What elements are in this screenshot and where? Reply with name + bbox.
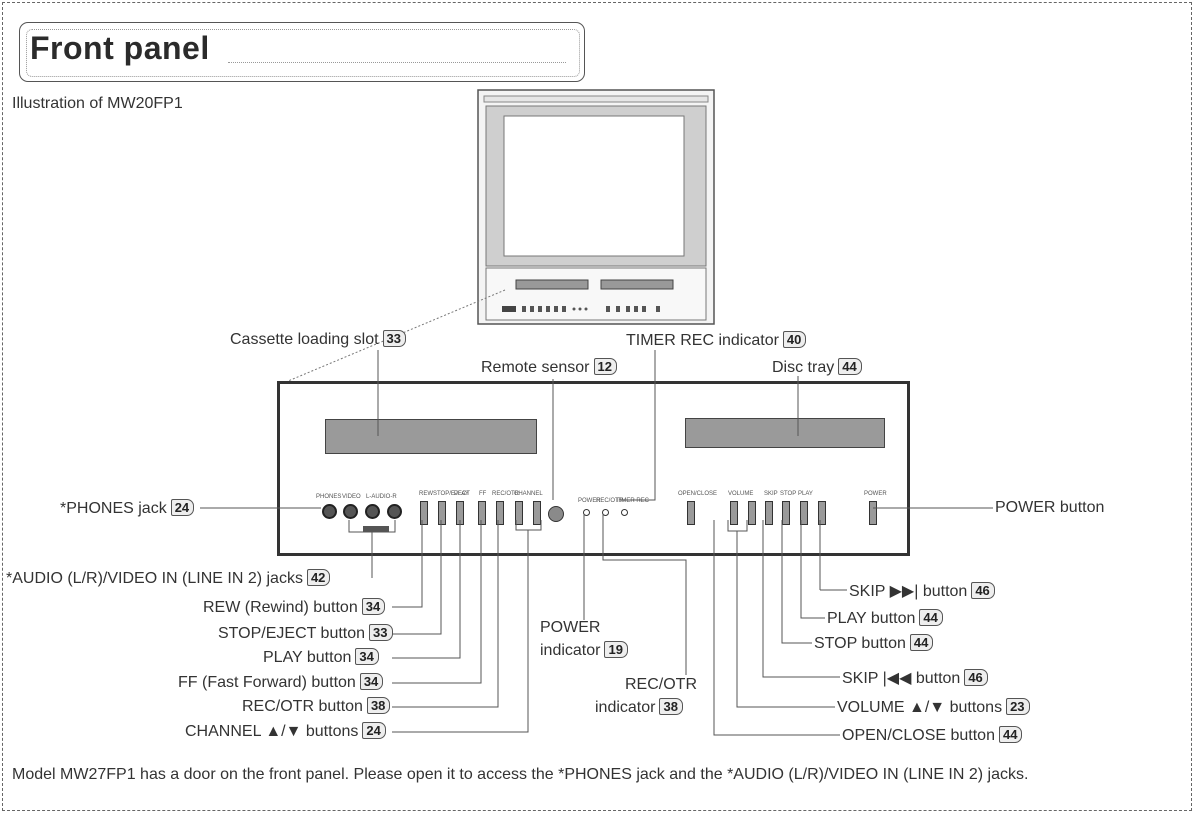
model-note: Model MW27FP1 has a door on the front pa… (12, 766, 1029, 783)
power-button[interactable] (869, 501, 877, 525)
power-marking: POWER (864, 491, 887, 497)
stop-eject-button[interactable] (438, 501, 446, 525)
power-indicator-led (583, 509, 590, 516)
skip-next-button[interactable] (818, 501, 826, 525)
rec-otr-led-marking: REC/OTR (596, 498, 623, 504)
timer-rec-indicator-led (621, 509, 628, 516)
rec-otr-indicator-led (602, 509, 609, 516)
power-button-label: POWER button (995, 499, 1105, 516)
volume-marking: VOLUME (728, 491, 754, 497)
audio-r-jack (387, 504, 402, 519)
rec-otr-button[interactable] (496, 501, 504, 525)
channel-down-button[interactable] (533, 501, 541, 525)
phones-jack (322, 504, 337, 519)
open-close-button[interactable] (687, 501, 695, 525)
rew-button[interactable] (420, 501, 428, 525)
cassette-loading-slot (325, 419, 537, 454)
rec-otr-indicator-label-line1: REC/OTR (625, 676, 697, 693)
audio-l-jack (365, 504, 380, 519)
timer-rec-marking: TIMER REC (616, 498, 649, 504)
dvd-play-marking: PLAY (798, 491, 813, 497)
title-box (19, 22, 585, 82)
title-rule (228, 62, 566, 63)
power-indicator-label-line1: POWER (540, 619, 601, 636)
phones-marking: PHONES (316, 494, 342, 500)
skip-prev-button[interactable] (765, 501, 773, 525)
illustration-caption: Illustration of MW20FP1 (12, 95, 183, 112)
ff-button[interactable] (478, 501, 486, 525)
volume-up-button[interactable] (730, 501, 738, 525)
open-close-marking: OPEN/CLOSE (678, 491, 718, 497)
ff-marking: FF (479, 491, 487, 497)
audio-marking: L-AUDIO-R (366, 494, 397, 500)
video-marking: VIDEO (342, 494, 361, 500)
rec-otr-marking: REC/OTR (492, 491, 519, 497)
line-in-2-marking (363, 526, 389, 532)
tv-illustration (477, 89, 715, 325)
stop-eject-marking: STOP/EJECT (433, 491, 470, 497)
play-marking: PLAY (454, 491, 469, 497)
remote-sensor (548, 506, 564, 522)
power-led-marking: POWER (578, 498, 601, 504)
channel-up-button[interactable] (515, 501, 523, 525)
skip-marking: SKIP (764, 491, 778, 497)
volume-down-button[interactable] (748, 501, 756, 525)
channel-marking: CHANNEL (514, 491, 543, 497)
page-title: Front panel (30, 30, 210, 66)
video-in-jack (343, 504, 358, 519)
dvd-play-button[interactable] (800, 501, 808, 525)
front-panel-closeup: PHONES VIDEO L-AUDIO-R REW STOP/EJECT PL… (277, 381, 910, 556)
dvd-stop-button[interactable] (782, 501, 790, 525)
rew-marking: REW (419, 491, 433, 497)
disc-tray (685, 418, 885, 448)
stop-marking: STOP (780, 491, 797, 497)
